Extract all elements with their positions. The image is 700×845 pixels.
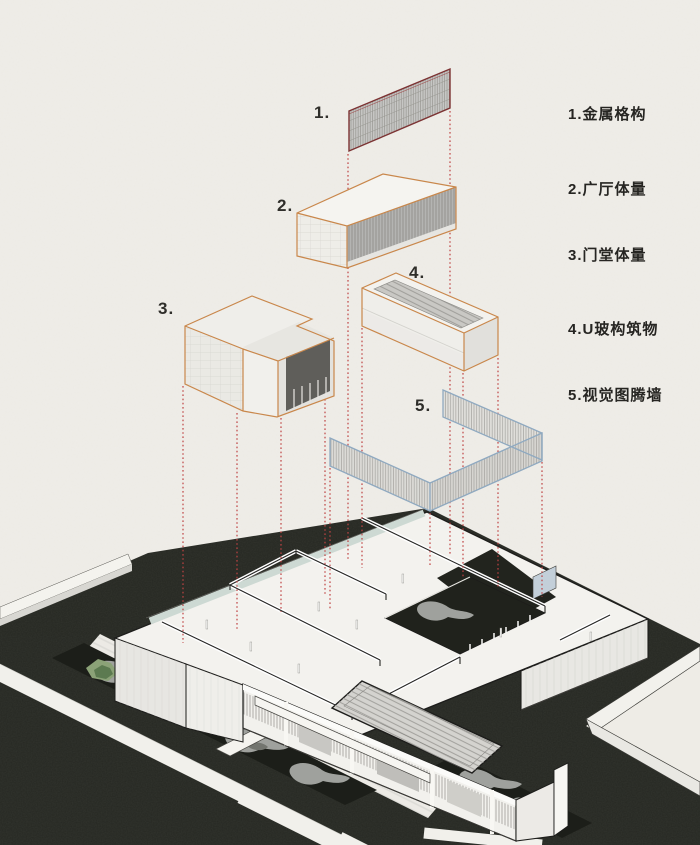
component-1-metal-lattice: [348, 67, 451, 153]
component-4-u-glass: [361, 272, 499, 372]
walkway-canopy: [254, 695, 431, 784]
component-5-totem-wall: [329, 389, 543, 512]
component-number-3: 3.: [158, 299, 175, 318]
interior-walls: [161, 516, 611, 720]
glass-strip: [148, 509, 426, 625]
skylight-roof: [330, 680, 504, 774]
component-number-2: 2.: [277, 196, 294, 215]
colonnade: [469, 615, 531, 650]
legend-item-metal-lattice: 1.金属格构: [568, 106, 647, 123]
facade-pylon: [553, 762, 569, 837]
component-number-5: 5.: [415, 396, 432, 415]
site-boundary-wall-left: [0, 553, 133, 626]
component-number-4: 4.: [409, 263, 426, 282]
legend-item-totem-wall: 5.视觉图腾墙: [568, 387, 663, 404]
west-wing: [114, 637, 244, 743]
component-number-1: 1.: [314, 103, 331, 122]
courtyard: [384, 576, 546, 655]
east-wall: [520, 618, 649, 711]
building-model: [113, 508, 650, 842]
legend-item-u-glass: 4.U玻构筑物: [568, 321, 659, 338]
legend-item-hall-volume: 2.广厅体量: [568, 181, 647, 198]
promenade-path: [0, 663, 363, 845]
bottom-path: [237, 793, 543, 845]
component-2-hall-volume: [296, 173, 457, 269]
site-boundary-wall-right: [585, 645, 700, 797]
tree: [86, 659, 118, 681]
component-3-gatehall-volume: [184, 295, 335, 418]
site-corner-plaza: [586, 654, 700, 792]
legend-item-gatehall-volume: 3.门堂体量: [568, 247, 647, 264]
interior-columns: [205, 573, 592, 674]
front-facade: [242, 683, 569, 842]
